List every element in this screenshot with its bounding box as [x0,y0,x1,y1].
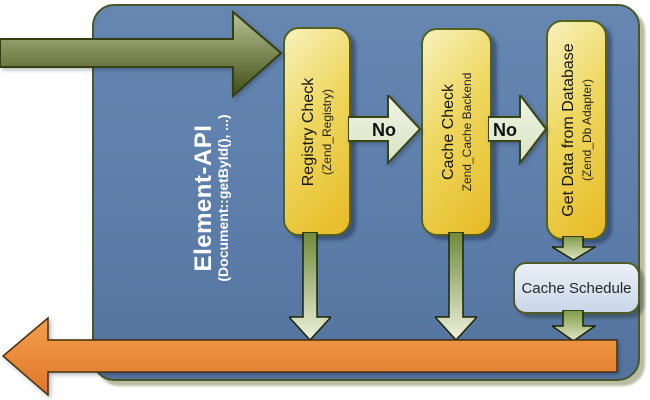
no-arrow-cache-to-database [488,95,548,165]
node-cache-check-text: Cache Check Zend_Cache Backend [440,30,474,234]
node-registry-check-text: Registry Check (Zend_Registry) [300,29,334,234]
no-label-1: No [372,120,396,140]
down-arrow-shape [289,232,331,341]
input-request-arrow-shape [0,10,283,99]
node-get-data-from-database: Get Data from Database (Zend_Db Adapter) [546,20,607,240]
node-cache-check: Cache Check Zend_Cache Backend [421,28,492,236]
node-sublabel: (Zend_Db Adapter) [579,78,594,182]
node-label: Cache Check [439,83,457,181]
database-to-schedule-arrow [552,236,596,261]
node-label: Get Data from Database [559,43,577,217]
cache-schedule-label: Cache Schedule [521,279,632,297]
node-label: Registry Check [300,77,318,186]
cache-down-arrow [435,232,477,341]
return-data-arrow-shape [1,316,618,397]
no-label-2: No [493,120,517,140]
registry-down-arrow [289,232,331,341]
node-sublabel: Zend_Cache Backend [459,72,474,192]
cache-schedule-box: Cache Schedule [513,262,640,314]
down-arrow-shape [552,236,596,261]
down-arrow-shape [435,232,477,341]
return-data-arrow [1,316,618,397]
down-arrow-shape [552,310,596,342]
input-request-arrow [0,10,283,99]
schedule-down-arrow [552,310,596,342]
no-arrow-registry-to-cache [348,95,422,165]
node-registry-check: Registry Check (Zend_Registry) [283,27,351,236]
node-sublabel: (Zend_Registry) [319,88,334,175]
no-arrow-shape [348,95,422,165]
node-get-data-text: Get Data from Database (Zend_Db Adapter) [560,22,594,238]
no-arrow-shape [488,95,548,165]
